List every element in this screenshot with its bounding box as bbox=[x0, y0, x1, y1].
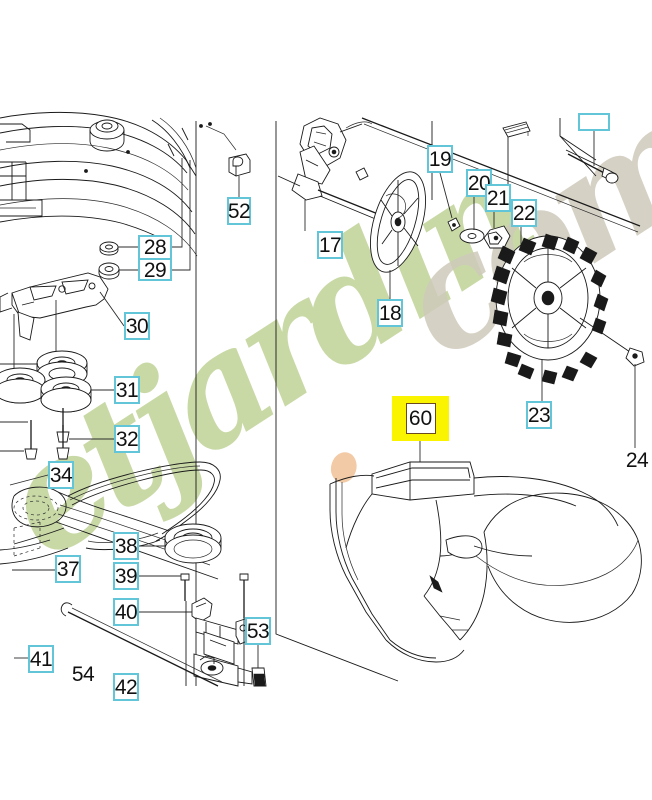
screw-parts-32 bbox=[0, 408, 114, 459]
callout-top-clipped[interactable] bbox=[578, 113, 610, 131]
callout-39[interactable]: 39 bbox=[113, 562, 139, 590]
clip-part-52 bbox=[229, 154, 250, 197]
drive-wheel-part-18 bbox=[360, 165, 436, 299]
callout-21[interactable]: 21 bbox=[485, 184, 511, 212]
callout-17[interactable]: 17 bbox=[317, 231, 343, 259]
idler-pulley-part-38 bbox=[139, 524, 221, 563]
callout-42[interactable]: 42 bbox=[113, 673, 139, 701]
callout-28-29-group[interactable]: 28 29 bbox=[138, 235, 172, 281]
transmission-part-17 bbox=[278, 118, 378, 231]
grass-chute-part-60 bbox=[330, 441, 641, 662]
callout-30[interactable]: 30 bbox=[124, 312, 150, 340]
callout-37[interactable]: 37 bbox=[55, 555, 81, 583]
callout-60-label: 60 bbox=[405, 403, 436, 434]
pulley-parts-31 bbox=[0, 351, 114, 412]
callout-54: 54 bbox=[71, 662, 95, 686]
callout-19[interactable]: 19 bbox=[427, 145, 453, 173]
bolt-part-39 bbox=[139, 574, 189, 601]
linkage-parts-40 bbox=[139, 574, 252, 686]
callout-41[interactable]: 41 bbox=[28, 645, 54, 673]
callout-28-label: 28 bbox=[143, 236, 167, 259]
hub-nut-part-24 bbox=[580, 318, 644, 448]
callout-40[interactable]: 40 bbox=[113, 598, 139, 626]
washer-parts-28-29 bbox=[99, 158, 190, 279]
callout-32[interactable]: 32 bbox=[114, 425, 140, 453]
mower-deck-drawing bbox=[0, 112, 236, 256]
long-bolt-top-right bbox=[560, 131, 618, 183]
callout-18[interactable]: 18 bbox=[377, 299, 403, 327]
callout-34[interactable]: 34 bbox=[48, 461, 74, 489]
callout-60-highlight[interactable]: 60 bbox=[392, 396, 449, 441]
callout-24: 24 bbox=[625, 448, 649, 472]
bracket-part-30 bbox=[0, 273, 124, 398]
callout-23[interactable]: 23 bbox=[526, 401, 552, 429]
rod-parts-41-54 bbox=[14, 603, 222, 686]
part-53 bbox=[252, 645, 266, 686]
callout-53[interactable]: 53 bbox=[245, 617, 271, 645]
callout-29-label: 29 bbox=[140, 258, 170, 281]
callout-52[interactable]: 52 bbox=[227, 197, 251, 225]
callout-22[interactable]: 22 bbox=[511, 199, 537, 227]
callout-31[interactable]: 31 bbox=[114, 376, 140, 404]
callout-38[interactable]: 38 bbox=[113, 532, 139, 560]
rear-wheel-part-23 bbox=[491, 234, 608, 401]
